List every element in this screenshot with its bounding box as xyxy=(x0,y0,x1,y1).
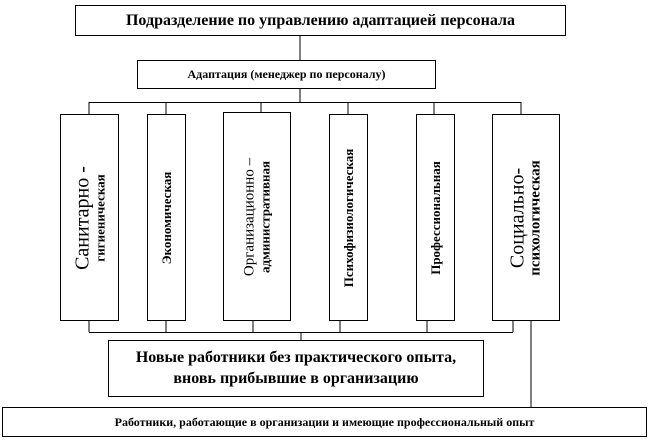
new-workers-box: Новые работники без практического опыта,… xyxy=(108,340,484,397)
new-workers-line1: Новые работники без практического опыта, xyxy=(135,348,457,366)
type-label-line2: административная xyxy=(257,160,273,273)
adaptation-department-box: Подразделение по управлению адаптацией п… xyxy=(75,5,566,36)
type-label-line1: Организационно – xyxy=(241,157,258,276)
experienced-workers-box: Работники, работающие в организации и им… xyxy=(2,407,647,437)
type-box-organizational: Организационно –административная xyxy=(223,112,291,321)
type-label-line2: психологическая xyxy=(527,159,544,276)
new-workers-line2: вновь прибывшие в организацию xyxy=(173,369,419,387)
hr-manager-label: Адаптация (менеджер по персоналу) xyxy=(187,67,386,81)
experienced-workers-label: Работники, работающие в организации и им… xyxy=(114,414,535,429)
type-label-line1: Психофизиологическая xyxy=(340,148,356,287)
type-box-sociopsychological: Социально-психологическая xyxy=(492,114,560,321)
type-box-economic: Экономическая xyxy=(147,114,186,321)
type-label-line1: Санитарно - xyxy=(71,165,94,270)
type-label-line1: Профессиональная xyxy=(427,160,443,275)
type-label-line1: Социально- xyxy=(506,167,529,268)
adaptation-department-label: Подразделение по управлению адаптацией п… xyxy=(125,11,515,29)
type-box-sanitary: Санитарно -гигиеническая xyxy=(60,114,119,321)
type-label-line2: гигиеническая xyxy=(92,173,108,262)
type-box-professional: Профессиональная xyxy=(416,114,455,321)
type-box-psychophysiological: Психофизиологическая xyxy=(329,114,368,321)
hr-manager-box: Адаптация (менеджер по персоналу) xyxy=(137,60,436,89)
type-label-line1: Экономическая xyxy=(158,171,174,264)
